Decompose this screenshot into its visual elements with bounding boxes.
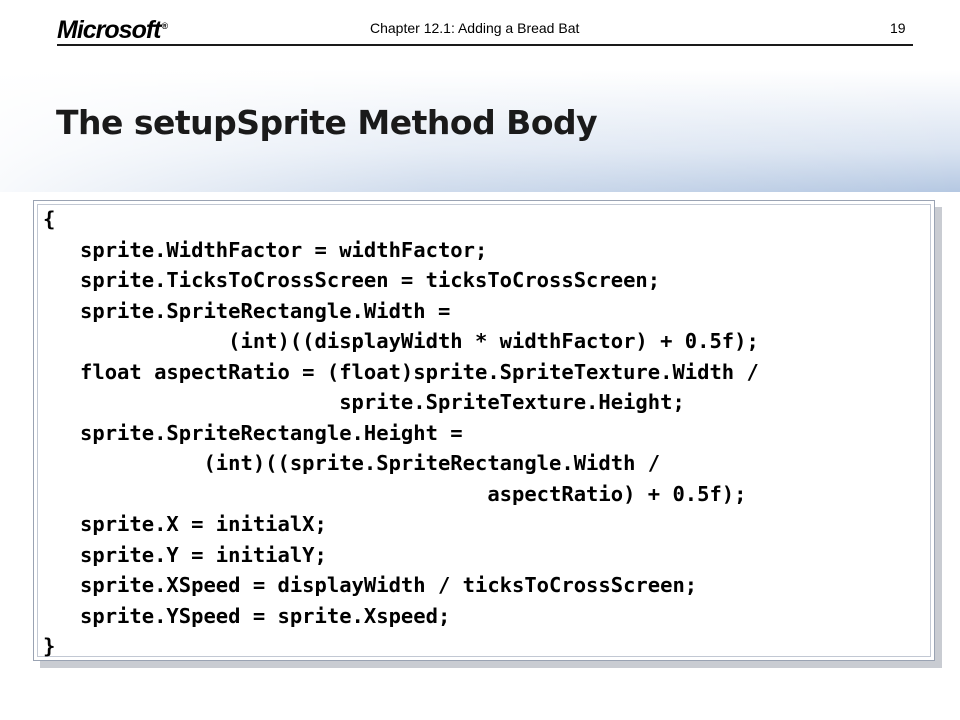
slide-title: The setupSprite Method Body <box>56 103 598 142</box>
code-line: sprite.SpriteTexture.Height; <box>43 390 685 414</box>
code-line: sprite.SpriteRectangle.Width = <box>43 298 451 323</box>
code-box <box>33 200 935 661</box>
code-line: sprite.WidthFactor = widthFactor; <box>43 237 488 262</box>
code-line: { <box>43 207 56 231</box>
code-line: sprite.Y = initialY; <box>43 542 327 567</box>
code-line: (int)((sprite.SpriteRectangle.Width / <box>43 451 661 475</box>
chapter-header: Chapter 12.1: Adding a Bread Bat <box>370 20 580 36</box>
code-line: sprite.XSpeed = displayWidth / ticksToCr… <box>43 573 698 597</box>
page-number: 19 <box>890 20 906 36</box>
logo-text: Microsoft <box>57 16 161 44</box>
code-box-inner-border <box>37 204 931 657</box>
code-listing: { sprite.WidthFactor = widthFactor; spri… <box>43 204 759 662</box>
code-line: sprite.TicksToCrossScreen = ticksToCross… <box>43 268 661 292</box>
code-line: sprite.YSpeed = sprite.Xspeed; <box>43 603 451 628</box>
code-line: } <box>43 634 56 658</box>
code-line: (int)((displayWidth * widthFactor) + 0.5… <box>43 329 759 353</box>
header-divider <box>57 44 913 46</box>
code-line: float aspectRatio = (float)sprite.Sprite… <box>43 359 759 384</box>
slide-background-band <box>0 60 960 192</box>
code-line: sprite.X = initialX; <box>43 512 327 536</box>
microsoft-logo: Microsoft® <box>57 16 169 44</box>
code-line: sprite.SpriteRectangle.Height = <box>43 420 463 445</box>
logo-trademark: ® <box>161 20 169 31</box>
code-line: aspectRatio) + 0.5f); <box>43 481 747 506</box>
